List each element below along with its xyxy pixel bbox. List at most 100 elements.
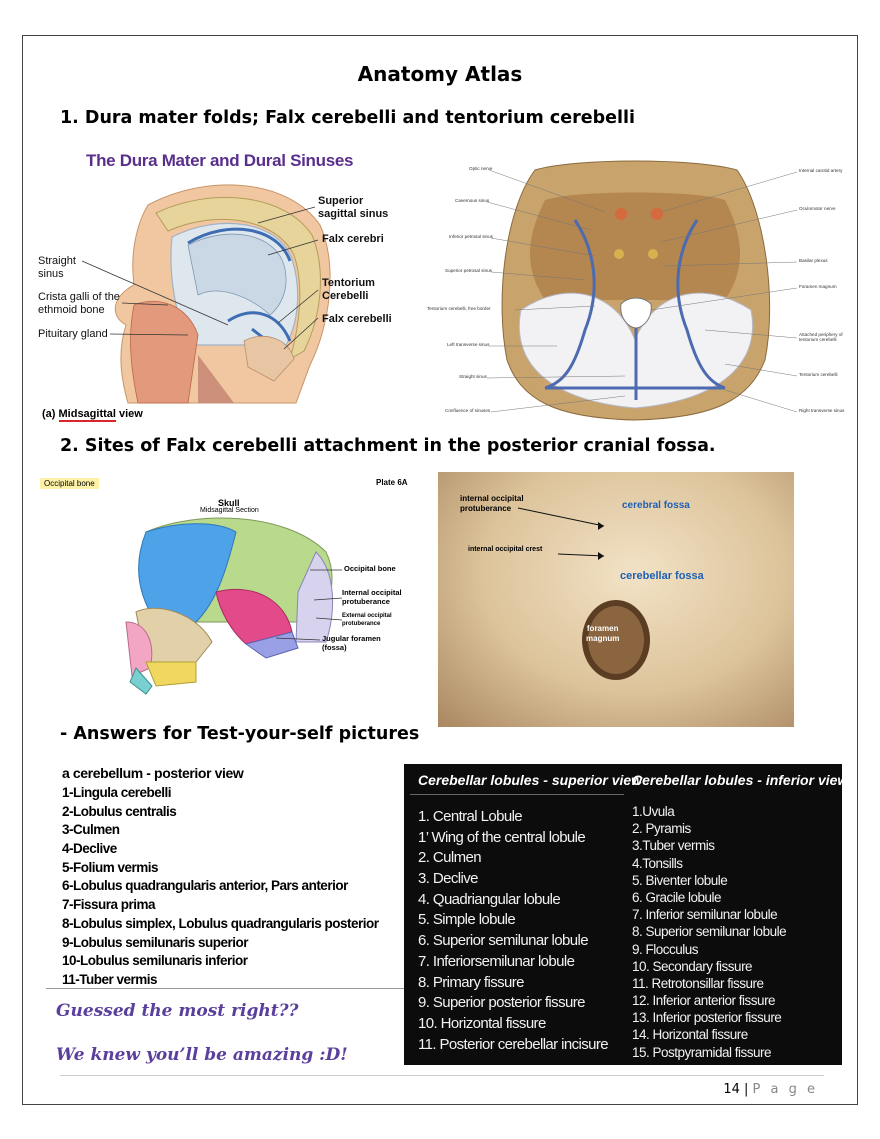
photo-label-foramen: foramen magnum	[586, 624, 620, 643]
list-item: 6-Lobulus quadrangularis anterior, Pars …	[62, 878, 348, 894]
photo-label-internal-crest: internal occipital crest	[468, 546, 543, 553]
label-pituitary: Pituitary gland	[38, 328, 108, 340]
skull-figure: Occipital bone Plate 6A Skull Midsagitta…	[36, 472, 422, 724]
photo-label-cerebral-fossa: cerebral fossa	[622, 500, 690, 511]
dura-mater-figure: The Dura Mater and Dural Sinuses Superio…	[38, 145, 408, 427]
list-item: 8. Superior semilunar lobule	[632, 924, 787, 940]
inferior-view-title: Cerebellar lobules - inferior view .	[632, 772, 842, 788]
list-item: 11-Tuber vermis	[62, 971, 158, 987]
fossa-label-right-4: Foramen magnum	[799, 284, 837, 289]
list-item: 2-Lobulus centralis	[62, 803, 177, 819]
answers-list: 1-Lingula cerebelli 2-Lobulus centralis …	[62, 784, 379, 990]
fossa-label-right-7: Right transverse sinus	[799, 408, 845, 413]
list-item: 4-Declive	[62, 841, 117, 857]
dura-illustration	[81, 184, 331, 404]
list-item: 10-Lobulus semilunaris inferior	[62, 953, 248, 969]
dura-caption: (a) Midsagittal view	[42, 408, 143, 422]
list-item: 3-Culmen	[62, 822, 120, 838]
list-item: 13. Inferior posterior fissure	[632, 1010, 782, 1026]
label-falx-cerebelli: Falx cerebelli	[322, 313, 392, 325]
photo-label-cerebellar-fossa: cerebellar fossa	[620, 570, 704, 582]
list-item: 2. Culmen	[418, 849, 482, 867]
fossa-label-left-5: Tentorium cerebelli, free border	[427, 306, 491, 311]
skull-label-internal: Internal occipital protuberance	[342, 588, 402, 606]
skull-label-jugular: Jugular foramen (fossa)	[322, 634, 381, 652]
page-footer: 14 | P a g e	[723, 1082, 818, 1097]
guess-line-1: Guessed the most right??	[56, 1001, 299, 1021]
dura-figure-title: The Dura Mater and Dural Sinuses	[86, 151, 354, 170]
cranial-fossa-figure: Optic nerve Cavernous sinus Inferior pet…	[425, 150, 845, 425]
list-item: 15. Postpyramidal fissure	[632, 1044, 772, 1060]
list-item: 8. Primary fissure	[418, 973, 524, 991]
list-item: 4.Tonsills	[632, 855, 683, 871]
fossa-photo-figure: internal occipital protuberance cerebral…	[438, 472, 794, 727]
footer-rule	[60, 1075, 824, 1076]
list-item: 12. Inferior anterior fissure	[632, 993, 776, 1009]
skull-tag: Occipital bone	[40, 478, 99, 489]
answers-header: a cerebellum - posterior view	[62, 765, 244, 781]
fossa-label-right-5: Attached periphery of tentorium cerebell…	[799, 332, 843, 342]
fossa-label-left-1: Optic nerve	[469, 166, 493, 171]
list-item: 7. Inferior semilunar lobule	[632, 907, 778, 923]
fossa-label-left-2: Cavernous sinus	[455, 198, 490, 203]
fossa-label-right-2: Oculomotor nerve	[799, 206, 836, 211]
list-item: 10. Horizontal fissure	[418, 1014, 546, 1032]
skull-plate: Plate 6A	[376, 478, 408, 487]
guess-line-2: We knew you’ll be amazing :D!	[56, 1045, 348, 1065]
answers-divider	[46, 988, 404, 989]
list-item: 8-Lobulus simplex, Lobulus quadrangulari…	[62, 915, 379, 931]
superior-view-title: Cerebellar lobules - superior view	[418, 772, 643, 788]
list-item: 6. Gracile lobule	[632, 889, 722, 905]
list-item: 9-Lobulus semilunaris superior	[62, 934, 249, 950]
list-item: 7. Inferiorsemilunar lobule	[418, 952, 575, 970]
fossa-label-left-8: Confluence of sinuses	[445, 408, 491, 413]
page-word: P a g e	[752, 1082, 818, 1097]
section-heading-2: 2. Sites of Falx cerebelli attachment in…	[60, 436, 716, 456]
section-heading-1: 1. Dura mater folds; Falx cerebelli and …	[60, 108, 635, 128]
skull-subtitle: Midsagittal Section	[200, 507, 259, 514]
label-straight-sinus: Straight sinus	[38, 255, 76, 280]
list-item: 5. Biventer lobule	[632, 872, 728, 888]
list-item: 10. Secondary fissure	[632, 958, 753, 974]
fossa-label-right-1: Internal carotid artery	[799, 168, 843, 173]
label-falx-cerebri: Falx cerebri	[322, 233, 384, 245]
section-heading-3: - Answers for Test-your-self pictures	[60, 724, 420, 744]
photo-label-internal-protuberance: internal occipital protuberance	[460, 494, 524, 513]
list-item: 5-Folium vermis	[62, 859, 159, 875]
superior-list: 1. Central Lobule 1’ Wing of the central…	[418, 808, 609, 1056]
list-item: 1. Central Lobule	[418, 808, 523, 825]
fossa-illustration	[486, 160, 798, 421]
fossa-label-right-6: Tentorium cerebelli	[799, 372, 838, 377]
superior-title-divider	[410, 794, 624, 795]
fossa-label-left-3: Inferior petrosal sinus	[449, 234, 493, 239]
list-item: 3. Declive	[418, 870, 478, 888]
list-item: 14. Horizontal fissure	[632, 1027, 748, 1043]
list-item: 1-Lingula cerebelli	[62, 785, 172, 800]
skull-title: Skull	[218, 498, 240, 508]
list-item: 5. Simple lobule	[418, 911, 516, 929]
page-frame	[22, 35, 858, 1105]
skull-illustration	[125, 517, 343, 695]
fossa-label-left-6: Left transverse sinus	[447, 342, 490, 347]
skull-label-external: External occipital protuberance	[342, 613, 392, 627]
list-item: 9. Superior posterior fissure	[418, 994, 585, 1012]
list-item: 11. Retrotonsillar fissure	[632, 975, 764, 991]
cerebellar-lobules-panel: Cerebellar lobules - superior view Cereb…	[404, 764, 842, 1065]
inferior-list: 1.Uvula 2. Pyramis 3.Tuber vermis 4.Tons…	[632, 804, 787, 1062]
label-crista-galli: Crista galli of the ethmoid bone	[38, 291, 120, 316]
page-title: Anatomy Atlas	[357, 62, 523, 86]
label-tentorium: Tentorium Cerebelli	[322, 277, 375, 302]
fossa-photo-illustration	[517, 507, 650, 680]
skull-label-occipital: Occipital bone	[344, 564, 396, 573]
page-number: 14	[723, 1082, 740, 1097]
fossa-label-left-4: Superior petrosal sinus	[445, 268, 492, 273]
page-separator: |	[744, 1082, 749, 1097]
fossa-label-right-3: Basilar plexus	[799, 258, 828, 263]
list-item: 1.Uvula	[632, 804, 675, 819]
label-superior-sagittal: Superior sagittal sinus	[318, 195, 389, 220]
list-item: 6. Superior semilunar lobule	[418, 932, 589, 950]
list-item: 11. Posterior cerebellar incisure	[418, 1035, 609, 1053]
fossa-label-left-7: Straight sinus	[459, 374, 487, 379]
list-item: 1’ Wing of the central lobule	[418, 828, 586, 846]
list-item: 9. Flocculus	[632, 941, 699, 957]
